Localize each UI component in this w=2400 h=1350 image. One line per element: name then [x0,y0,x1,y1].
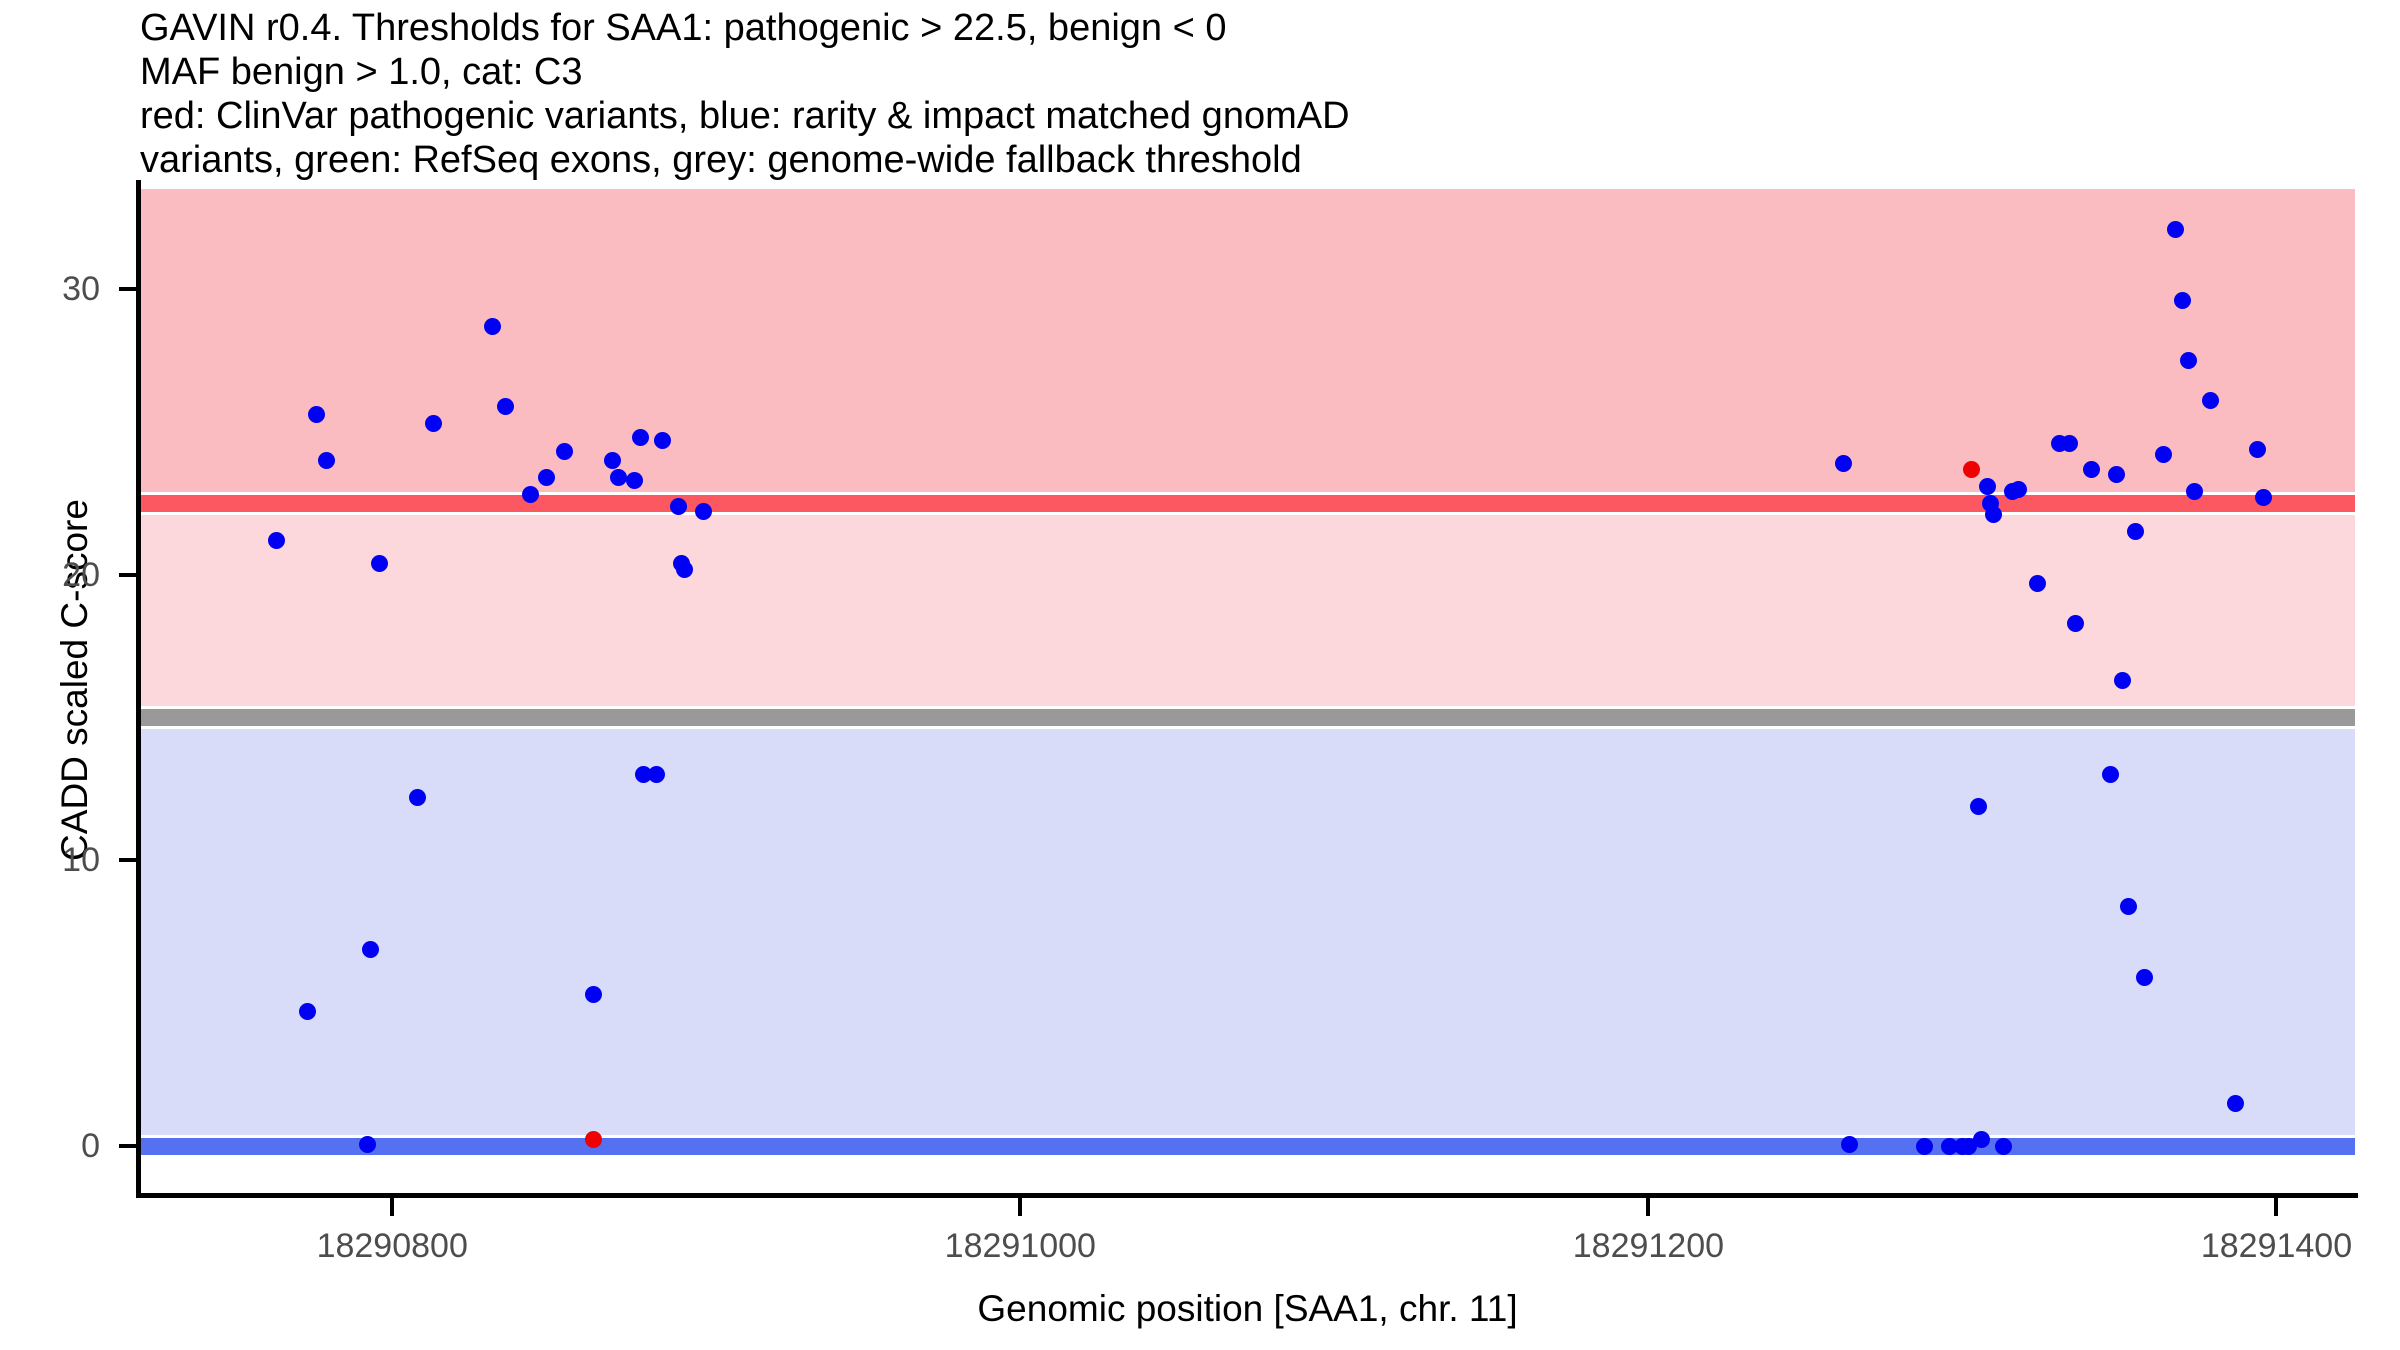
x-tick-18291400 [2274,1198,2279,1216]
x-axis-title: Genomic position [SAA1, chr. 11] [977,1288,1518,1329]
y-tick-0 [119,1144,137,1149]
data-point [1972,1130,1990,1148]
data-point [361,940,379,958]
data-point [2154,446,2172,464]
x-tick-18291200 [1646,1198,1651,1216]
data-point [298,1003,316,1021]
data-point [647,766,665,784]
y-tick-label-30: 30 [62,270,100,308]
data-point [1916,1137,1934,1155]
data-point [408,789,426,807]
data-point [609,469,627,487]
data-point [694,503,712,521]
y-tick-label-10: 10 [62,841,100,880]
y-axis-title: CADD scaled C-score [54,499,95,861]
data-point [2114,671,2132,689]
threshold-band-pathogenic [141,189,2355,492]
data-point [2167,220,2185,238]
data-point [625,471,643,489]
plot-title: GAVIN r0.4. Thresholds for SAA1: pathoge… [140,6,2340,182]
threshold-band-vus [141,514,2355,707]
data-point [358,1136,376,1154]
x-tick-label-18291200: 18291200 [1572,1227,1725,1265]
data-point [1985,506,2003,524]
data-point [2255,489,2273,507]
data-point [521,486,539,504]
data-point [496,397,514,415]
data-point [603,451,621,469]
data-point [308,406,326,424]
data-point [1834,454,1852,472]
data-point [371,554,389,572]
data-point [2186,483,2204,501]
data-point [2136,969,2154,987]
x-axis-line [136,1193,2358,1198]
title-line-1: GAVIN r0.4. Thresholds for SAA1: pathoge… [140,7,1227,49]
title-line-2: MAF benign > 1.0, cat: C3 [140,51,583,93]
data-point [2101,766,2119,784]
title-line-4: variants, green: RefSeq exons, grey: gen… [140,139,1302,181]
title-line-3: red: ClinVar pathogenic variants, blue: … [140,95,1350,137]
data-point [2067,614,2084,632]
data-point [267,531,285,549]
data-point [669,497,687,515]
y-tick-10 [119,858,137,863]
data-point [2227,1094,2245,1112]
data-point [2010,480,2028,498]
data-point [317,451,335,469]
data-point [584,1130,602,1148]
data-point [424,414,442,432]
x-tick-label-18291400: 18291400 [2200,1227,2353,1265]
data-point [1963,460,1981,478]
data-point [2202,391,2220,409]
data-point [2180,351,2198,369]
threshold-line-genome-wide-fallback-line [141,709,2355,727]
data-point [2107,466,2125,484]
y-tick-label-20: 20 [62,555,100,594]
x-tick-18291000 [1018,1198,1023,1216]
data-point [584,986,602,1004]
data-point [484,317,502,335]
data-point [2249,440,2267,458]
data-point [675,560,693,578]
y-tick-label-0: 0 [81,1127,100,1166]
x-tick-label-18291000: 18291000 [944,1227,1096,1265]
data-point [2029,574,2047,592]
data-point [653,431,671,449]
data-point [2120,897,2138,915]
data-point [2060,434,2078,452]
data-point [1969,797,1987,815]
data-point [1979,477,1997,495]
y-tick-30 [119,287,137,291]
data-point [556,443,574,461]
data-point [631,429,649,447]
x-tick-18290800 [390,1198,395,1216]
threshold-line-benign-threshold-line [141,1137,2355,1155]
y-tick-20 [119,572,137,577]
data-point [1994,1137,2012,1155]
data-point [2173,291,2191,309]
threshold-line-pathogenic-threshold-line [141,494,2355,512]
data-point [1840,1136,1858,1154]
y-axis-line [136,180,141,1198]
x-tick-label-18290800: 18290800 [316,1227,468,1265]
data-point [2126,523,2144,541]
data-point [2082,460,2100,478]
data-point [537,469,555,487]
threshold-band-benign [141,729,2355,1135]
plot-panel [141,189,2355,1189]
